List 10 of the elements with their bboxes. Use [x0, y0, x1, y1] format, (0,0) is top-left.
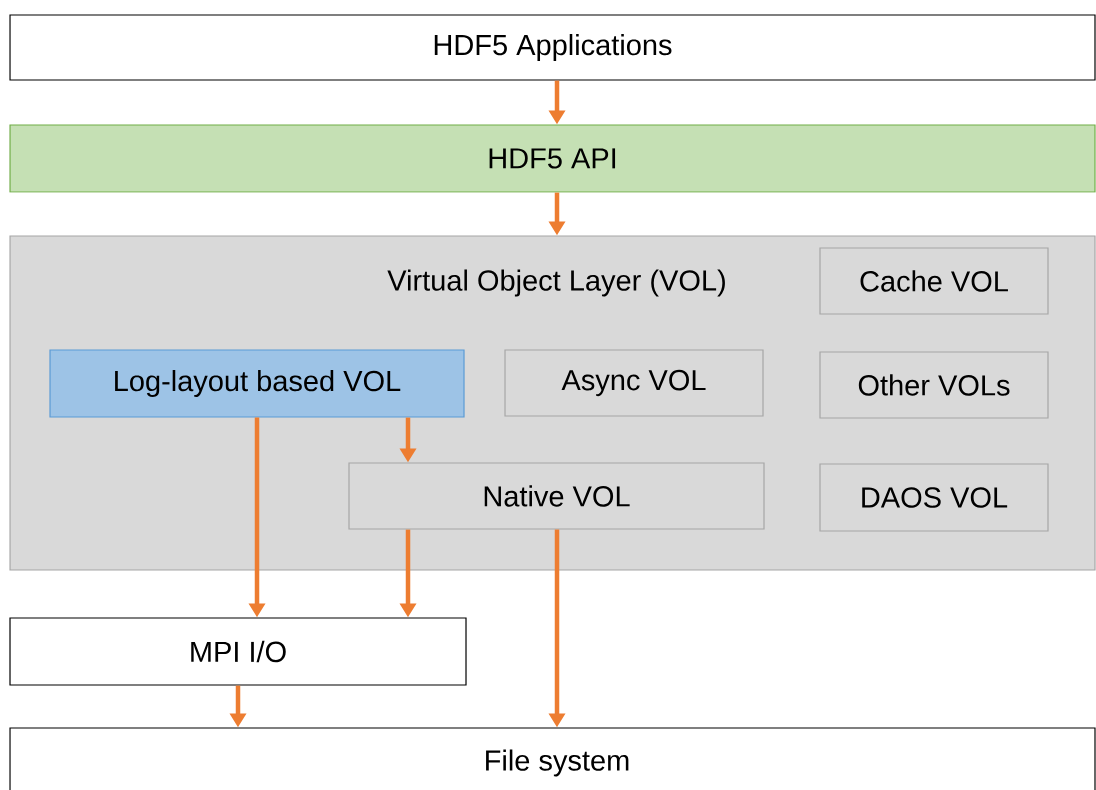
layer-box: File system	[9, 727, 1096, 790]
plugin-box: Log-layout based VOL	[49, 349, 465, 418]
plugin-box: DAOS VOL	[819, 463, 1049, 532]
layer-box: HDF5 Applications	[9, 14, 1096, 81]
plugin-box: Async VOL	[504, 349, 764, 417]
plugin-box: Cache VOL	[819, 247, 1049, 315]
layer-box: HDF5 API	[9, 124, 1096, 193]
layer-box: MPI I/O	[9, 617, 467, 686]
plugin-box: Native VOL	[348, 462, 765, 530]
plugin-box: Other VOLs	[819, 351, 1049, 419]
